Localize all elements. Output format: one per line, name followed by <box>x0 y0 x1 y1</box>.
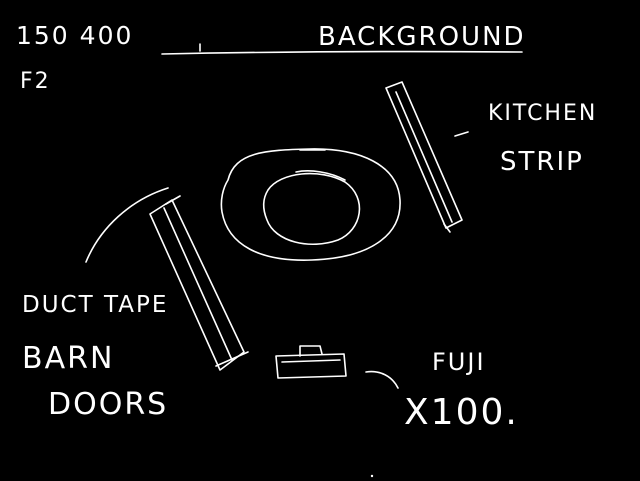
stray-dot <box>370 474 374 478</box>
subject-inner-oval <box>262 172 361 246</box>
kitchen-strip-inner-line <box>395 91 453 223</box>
subject-inner-stroke <box>295 170 346 181</box>
kitchen-strip-light <box>385 81 463 229</box>
iso-label: 150 400 <box>16 21 133 50</box>
kitchen-strip-end-mark <box>443 223 451 233</box>
barn-door-bottom-cap <box>215 351 249 367</box>
barn-door-inner-line <box>163 207 233 361</box>
barn-door-top-cap <box>165 195 181 205</box>
aperture-label: F2 <box>20 69 51 94</box>
background-label: BACKGROUND <box>318 22 526 52</box>
camera-body <box>275 353 347 379</box>
kitchen-strip-label-line2: STRIP <box>500 147 584 177</box>
camera-label-line1: FUJI <box>432 348 486 376</box>
duct-tape-pointer <box>85 187 169 263</box>
kitchen-strip-label-line1: KITCHEN <box>488 101 597 126</box>
camera-body-line <box>281 359 341 363</box>
barn-doors-label-line2: DOORS <box>48 387 168 422</box>
subject-outer-oval <box>220 148 401 261</box>
duct-tape-label: DUCT TAPE <box>22 292 168 318</box>
camera-label-line2: X100. <box>404 392 519 433</box>
background-backdrop-line <box>161 50 523 55</box>
kitchen-strip-pointer <box>454 131 469 137</box>
camera-pointer <box>365 370 399 389</box>
barn-doors-label-line1: BARN <box>22 341 114 376</box>
camera-lens <box>299 345 323 357</box>
barn-door-light <box>149 199 245 371</box>
